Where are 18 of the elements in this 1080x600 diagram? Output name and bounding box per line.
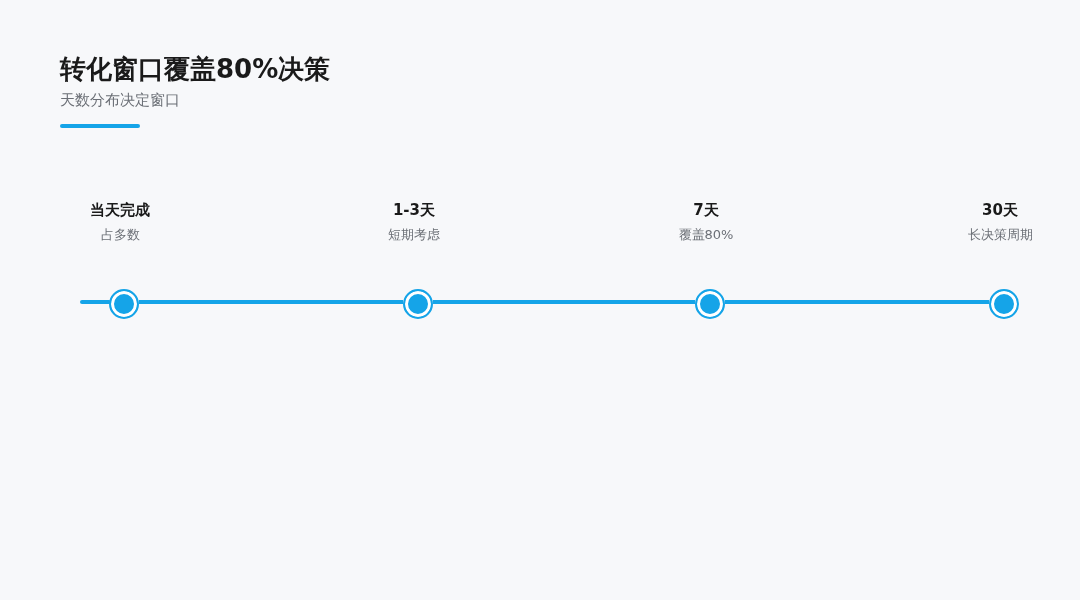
timeline-dot [403, 289, 433, 319]
milestone-title: 30天 [982, 200, 1018, 220]
timeline-dot [109, 289, 139, 319]
timeline-dot [989, 289, 1019, 319]
milestone-note: 长决策周期 [967, 226, 1033, 244]
timeline-line [139, 300, 403, 304]
milestone-note: 覆盖80% [678, 226, 734, 244]
timeline-line [433, 300, 695, 304]
milestone-note: 短期考虑 [388, 226, 440, 244]
milestone-note: 占多数 [100, 226, 140, 244]
timeline-dot [695, 289, 725, 319]
milestone-title: 当天完成 [90, 200, 150, 220]
timeline-line [80, 300, 111, 304]
milestone-title: 7天 [693, 200, 719, 220]
subtitle: 天数分布决定窗口 [60, 90, 180, 110]
milestone-title: 1-3天 [392, 200, 436, 220]
diagram-title: 转化窗口覆盖80%决策 [60, 53, 331, 86]
timeline-line [725, 300, 989, 304]
